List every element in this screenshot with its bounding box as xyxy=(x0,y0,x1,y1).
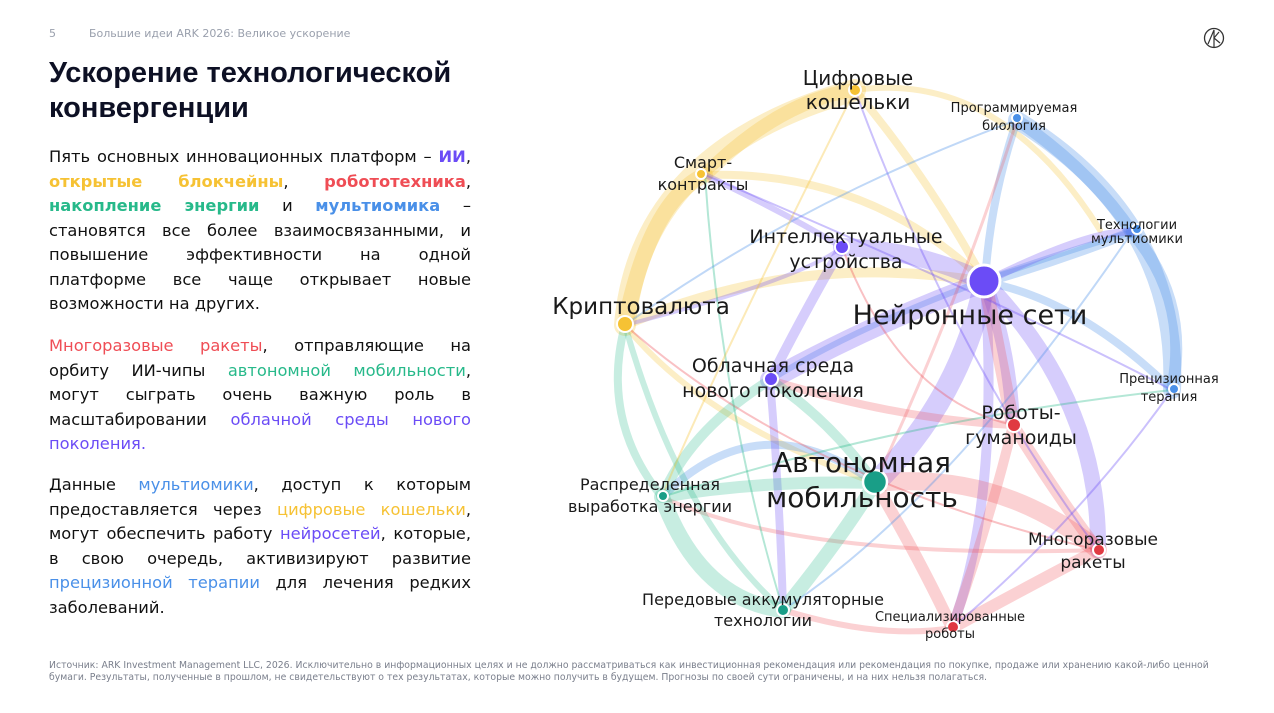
robotics-highlight: робототехника xyxy=(324,171,466,191)
text: , могут обеспечить работу xyxy=(49,499,471,544)
edges xyxy=(613,79,1183,635)
label-iot-1: Интеллектуальные xyxy=(749,226,942,248)
multiomics-paragraph: Данные мультиомики, доступ к которым пре… xyxy=(49,473,471,620)
label-rockets-2: ракеты xyxy=(1060,553,1125,573)
node-cloud xyxy=(763,371,779,387)
blockchain-highlight: открытые блокчейны xyxy=(49,171,284,191)
nodes xyxy=(616,83,1180,634)
label-battery-2: технологии xyxy=(714,611,812,630)
text: Данные xyxy=(49,475,139,494)
text: и xyxy=(259,196,316,215)
node-wallets xyxy=(848,83,862,97)
label-multi-2: мультиомики xyxy=(1091,232,1183,247)
text: , xyxy=(465,147,471,166)
node-smart xyxy=(695,168,707,180)
energy-highlight: накопление энергии xyxy=(49,196,260,215)
therapy-highlight: прецизионной терапии xyxy=(49,573,260,592)
text: , доступ к которым предоставляется через xyxy=(49,475,471,519)
text: , xyxy=(283,171,325,191)
text: – становятся все более взаимосвязанными,… xyxy=(49,196,471,313)
node-rockets xyxy=(1092,543,1106,557)
svg-text:Криптовалюта: Криптовалюта xyxy=(552,294,730,320)
text: , которые, в свою очередь, активизируют … xyxy=(49,524,471,568)
label-smart-2: контракты xyxy=(658,175,749,194)
label-multi-1: Технологии xyxy=(1096,218,1177,233)
nn-highlight: нейросетей xyxy=(280,524,381,543)
svg-text:Роботы-гуманоиды: Роботы-гуманоиды xyxy=(965,402,1077,449)
ark-logo-icon xyxy=(1203,27,1225,49)
label-therapy-2: терапия xyxy=(1141,390,1198,405)
ai-highlight: ИИ xyxy=(438,147,466,166)
node-progbio xyxy=(1011,112,1023,124)
source-disclaimer: Источник: ARK Investment Management LLC,… xyxy=(49,660,1209,683)
label-crypto: Криптовалюта xyxy=(552,294,730,320)
deck-title: Большие идеи ARK 2026: Великое ускорение xyxy=(89,27,351,40)
label-nn: Нейронные сети xyxy=(853,300,1088,331)
rockets-highlight: Многоразовые ракеты xyxy=(49,336,263,355)
label-cloud-2: нового поколения xyxy=(682,380,864,402)
label-distenergy-1: Распределенная xyxy=(580,475,720,494)
label-cloud-1: Облачная среда xyxy=(692,355,854,377)
node-auto xyxy=(861,468,889,496)
text: для лечения редких заболеваний. xyxy=(49,573,471,617)
label-auto-2: мобильность xyxy=(766,481,958,514)
svg-text:Смарт-контракты: Смарт-контракты xyxy=(658,153,749,194)
node-nn xyxy=(966,263,1002,299)
page-title: Ускорение технологической конвергенции xyxy=(49,57,452,124)
node-humanoid xyxy=(1006,417,1022,433)
rockets-paragraph: Многоразовые ракеты, отправляющие на орб… xyxy=(49,334,471,457)
node-multi xyxy=(1131,223,1143,235)
intro-paragraph: Пять основных инновационных платформ – И… xyxy=(49,145,471,317)
node-crypto xyxy=(616,315,634,333)
label-specrobots-1: Специализированные xyxy=(875,610,1025,625)
label-progbio-2: биология xyxy=(982,119,1046,134)
text: , могут сыграть очень важную роль в масш… xyxy=(49,360,471,429)
node-iot xyxy=(834,239,850,255)
page-number: 5 xyxy=(49,27,56,40)
multiomics-highlight: мультиомики xyxy=(138,475,254,494)
label-distenergy-2: выработка энергии xyxy=(568,497,732,516)
wallets-highlight: цифровые кошельки xyxy=(277,499,466,519)
node-distenergy xyxy=(657,490,669,502)
svg-text:Нейронные сети: Нейронные сети xyxy=(853,300,1088,331)
text: Пять основных инновационных платформ – xyxy=(49,147,439,166)
text: , отправляющие на орбиту ИИ-чипы xyxy=(49,336,471,380)
cloud-highlight: облачной среды нового поколения. xyxy=(49,409,471,454)
node-battery xyxy=(776,603,790,617)
mobility-highlight: автономной мобильности xyxy=(227,360,466,380)
multiomics-highlight: мультиомика xyxy=(315,196,441,215)
label-therapy-1: Прецизионная xyxy=(1119,372,1218,387)
label-wallets-2: кошельки xyxy=(806,90,911,114)
text: , xyxy=(465,171,471,191)
label-progbio-1: Программируемая xyxy=(951,101,1078,116)
slide-header: 5 Большие идеи ARK 2026: Великое ускорени… xyxy=(49,27,350,40)
node-therapy xyxy=(1168,383,1180,395)
label-humanoid-1: Роботы- xyxy=(981,402,1060,424)
label-specrobots-2: роботы xyxy=(925,627,975,642)
label-rockets-1: Многоразовые xyxy=(1028,530,1158,550)
label-battery-1: Передовые аккумуляторные xyxy=(642,590,884,609)
node-specrobots xyxy=(946,620,960,634)
label-wallets-1: Цифровые xyxy=(803,66,913,90)
label-auto-1: Автономная xyxy=(773,446,951,479)
label-humanoid-2: гуманоиды xyxy=(965,427,1077,449)
label-smart-1: Смарт- xyxy=(674,153,732,172)
label-iot-2: устройства xyxy=(789,251,902,273)
